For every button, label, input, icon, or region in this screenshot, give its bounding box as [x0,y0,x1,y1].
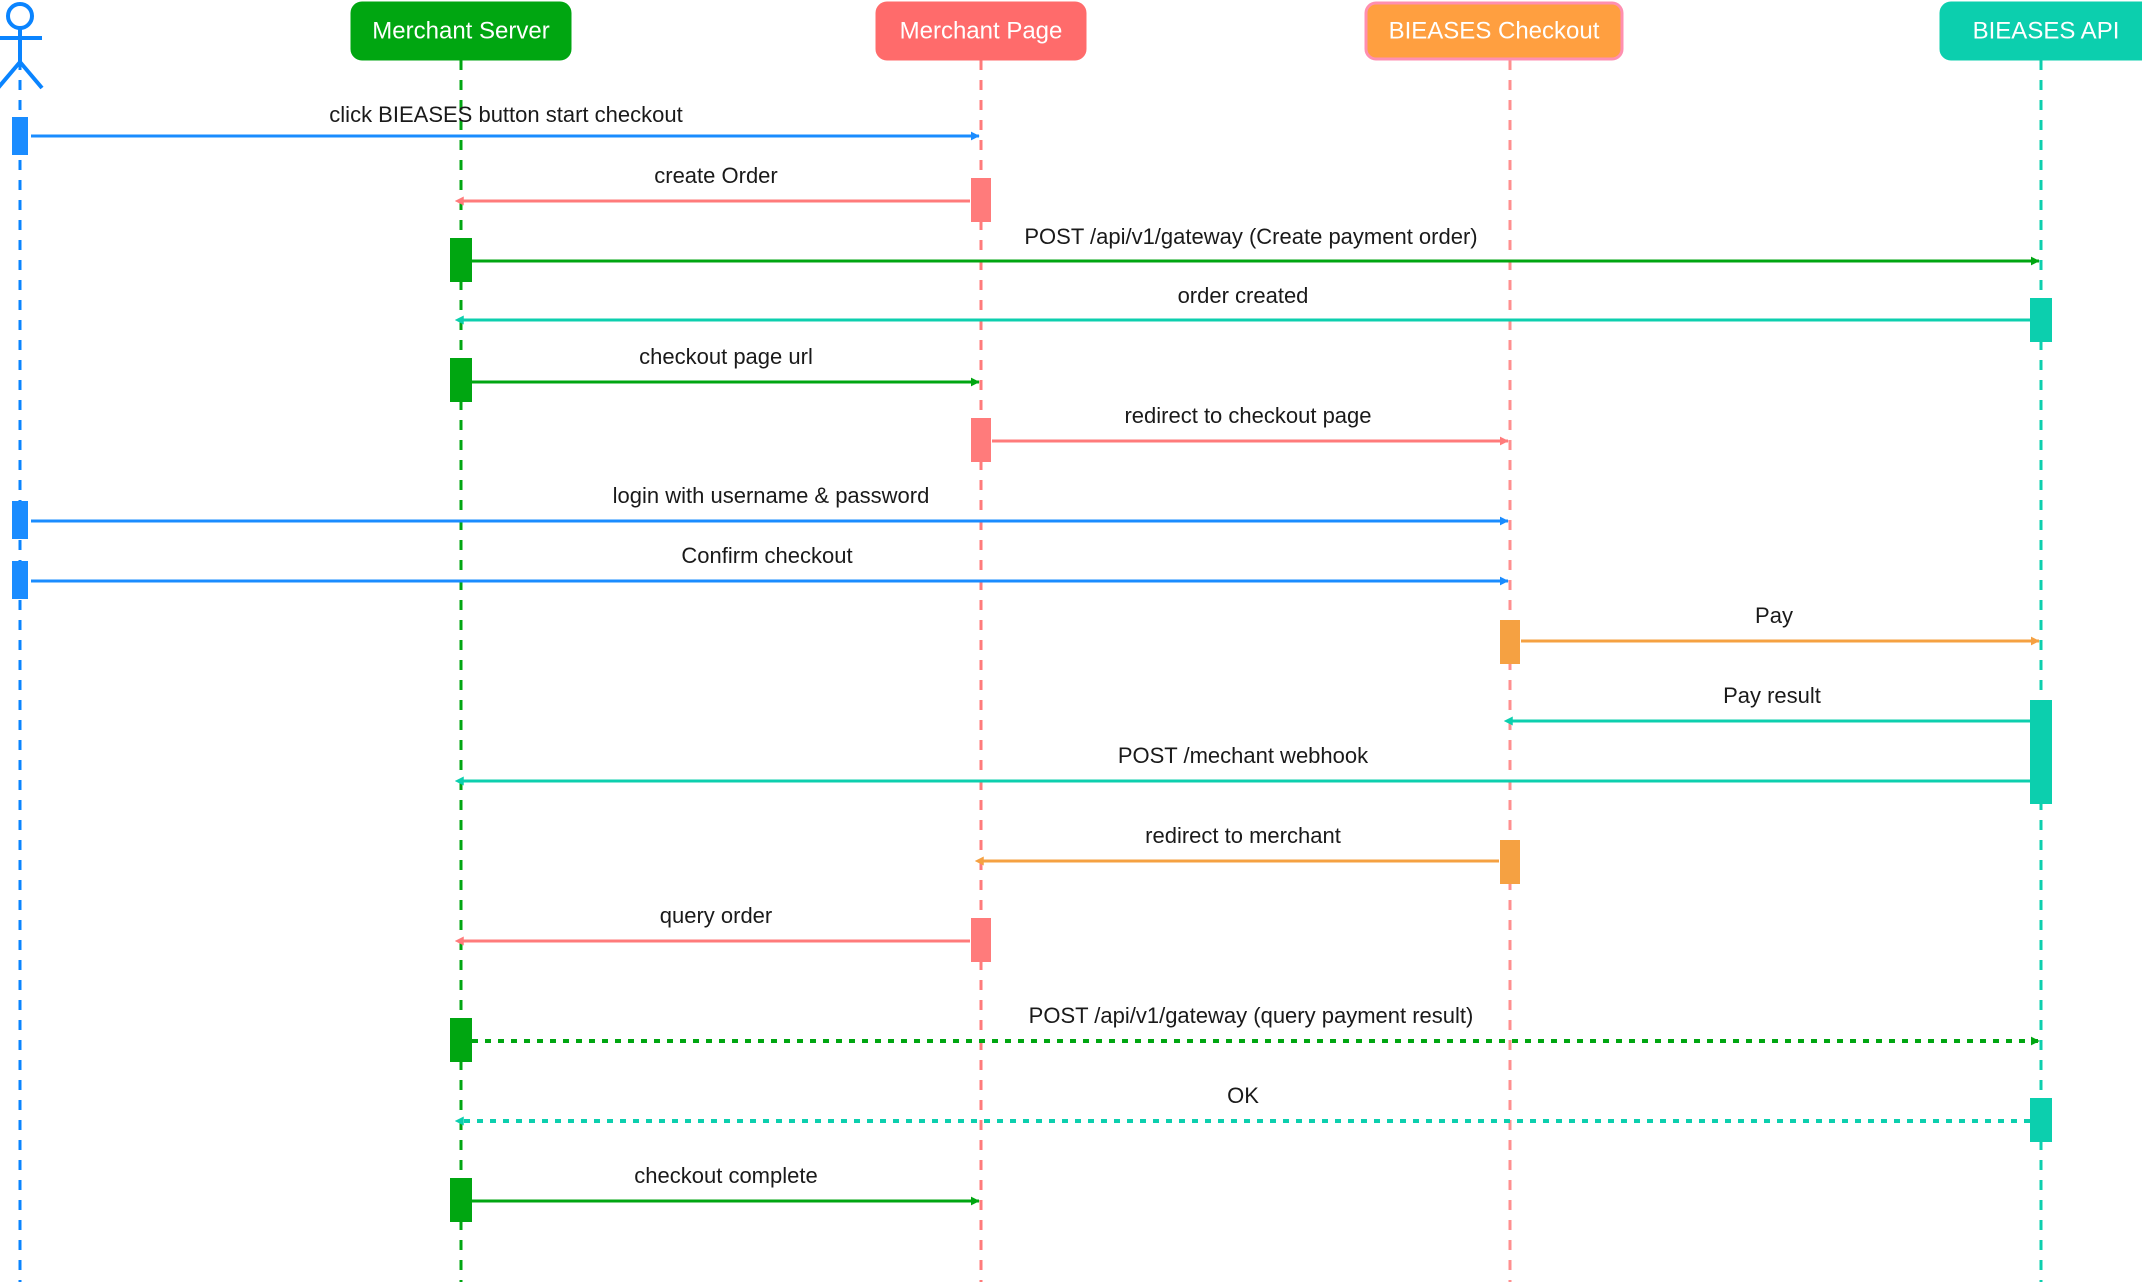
activation-bar-user [12,501,28,539]
message-label-m7: login with username & password [613,483,930,508]
message-m5: checkout page url [472,344,980,387]
activation-bar-bieases-checkout [1500,620,1520,664]
message-label-m6: redirect to checkout page [1124,403,1371,428]
message-m2: create Order [454,163,970,206]
activation-bar-merchant-server [450,1018,472,1062]
message-m6: redirect to checkout page [992,403,1509,446]
activation-bar-bieases-checkout [1500,840,1520,884]
participant-boxes-group: Merchant Server Merchant Page BIEASES Chec… [350,1,2142,61]
message-label-m5: checkout page url [639,344,813,369]
activation-bar-merchant-page [971,418,991,462]
message-m15: OK [454,1083,2030,1126]
activation-bar-merchant-page [971,178,991,222]
activation-bar-merchant-server [450,1178,472,1222]
activation-bar-bieases-api [2030,298,2052,342]
message-m1: click BIEASES button start checkout [31,102,980,141]
message-m14: POST /api/v1/gateway (query payment resu… [472,1003,2040,1046]
activation-bar-bieases-api [2030,700,2052,804]
message-label-m15: OK [1227,1083,1259,1108]
participant-box-bieases-api[interactable]: BIEASES API [1939,1,2142,61]
message-m4: order created [454,283,2030,325]
participant-box-bieases-checkout[interactable]: BIEASES Checkout [1364,1,1624,61]
messages-group: click BIEASES button start checkout creat… [31,102,2040,1206]
message-m11: POST /mechant webhook [454,743,2030,786]
message-label-m16: checkout complete [634,1163,817,1188]
message-m9: Pay [1521,603,2040,646]
message-label-m1: click BIEASES button start checkout [329,102,682,127]
activation-bar-merchant-server [450,358,472,402]
participant-label-merchant-server: Merchant Server [372,17,549,44]
participant-label-bieases-api: BIEASES API [1973,17,2120,44]
message-m8: Confirm checkout [31,543,1509,586]
participant-label-merchant-page: Merchant Page [900,17,1063,44]
actor-stick-figure [0,2,44,90]
activation-bar-user [12,117,28,155]
activation-bar-merchant-page [971,918,991,962]
message-label-m2: create Order [654,163,778,188]
message-label-m13: query order [660,903,773,928]
message-label-m8: Confirm checkout [681,543,852,568]
message-m16: checkout complete [472,1163,980,1206]
message-m10: Pay result [1503,683,2030,726]
actor-group [0,2,44,90]
message-m13: query order [454,903,970,946]
message-m3: POST /api/v1/gateway (Create payment ord… [472,224,2040,266]
participant-label-bieases-checkout: BIEASES Checkout [1389,17,1600,44]
activations-group [12,117,2052,1222]
participant-box-merchant-page[interactable]: Merchant Page [875,1,1087,61]
activation-bar-user [12,561,28,599]
activation-bar-bieases-api [2030,1098,2052,1142]
message-m12: redirect to merchant [974,823,1499,866]
message-label-m9: Pay [1755,603,1793,628]
participant-box-merchant-server[interactable]: Merchant Server [350,1,572,61]
message-label-m12: redirect to merchant [1145,823,1341,848]
message-label-m10: Pay result [1723,683,1821,708]
message-m7: login with username & password [31,483,1509,526]
activation-bar-merchant-server [450,238,472,282]
message-label-m11: POST /mechant webhook [1118,743,1369,768]
message-label-m14: POST /api/v1/gateway (query payment resu… [1029,1003,1474,1028]
message-label-m3: POST /api/v1/gateway (Create payment ord… [1024,224,1477,249]
message-label-m4: order created [1178,283,1309,308]
